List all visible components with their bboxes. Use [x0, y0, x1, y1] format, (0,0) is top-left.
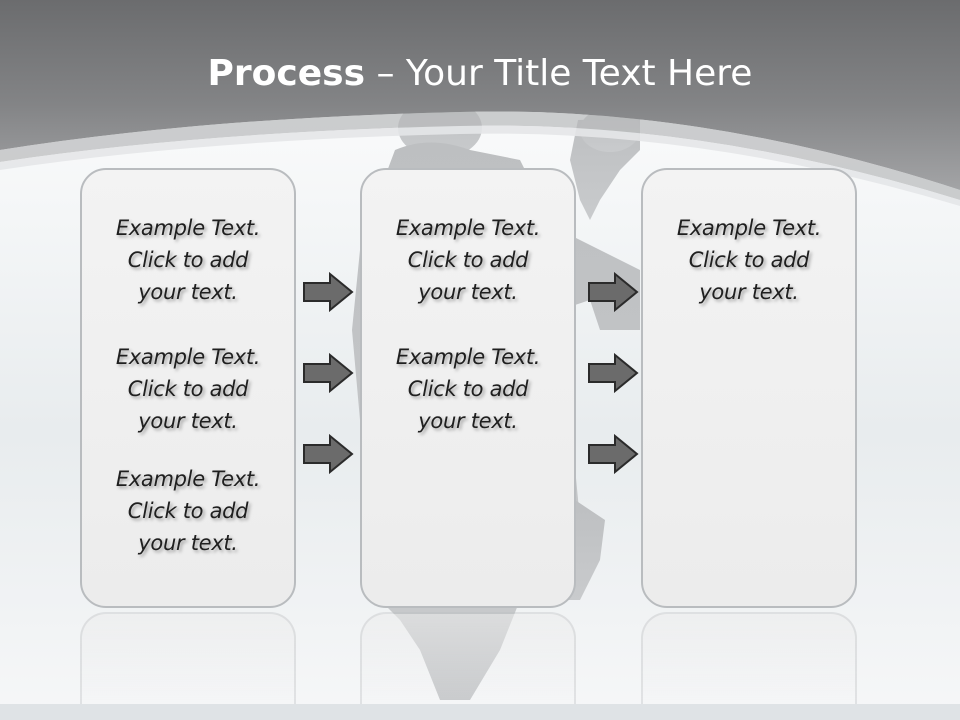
- text-line: Click to add: [127, 248, 249, 272]
- text-line: your text.: [699, 280, 799, 304]
- text-line: Example Text.: [676, 216, 822, 240]
- text-line: Example Text.: [115, 216, 261, 240]
- right-arrow-icon: [303, 272, 354, 312]
- right-arrow-icon: [303, 434, 354, 474]
- right-arrow-icon: [588, 353, 639, 393]
- slide-title[interactable]: Process – Your Title Text Here: [0, 50, 960, 98]
- text-placeholder[interactable]: Example Text. Click to add your text.: [362, 212, 574, 308]
- text-line: Click to add: [407, 377, 529, 401]
- text-line: your text.: [418, 280, 518, 304]
- text-placeholder[interactable]: Example Text. Click to add your text.: [82, 212, 294, 308]
- text-line: Example Text.: [115, 345, 261, 369]
- text-line: Click to add: [688, 248, 810, 272]
- process-panel-2[interactable]: Example Text. Click to add your text. Ex…: [360, 168, 576, 608]
- panel-reflection: [641, 612, 857, 720]
- panel-reflection: [80, 612, 296, 720]
- text-line: your text.: [138, 280, 238, 304]
- text-line: your text.: [418, 409, 518, 433]
- text-line: your text.: [138, 531, 238, 555]
- text-placeholder[interactable]: Example Text. Click to add your text.: [82, 463, 294, 559]
- text-line: Example Text.: [395, 345, 541, 369]
- footer-band: [0, 704, 960, 720]
- text-placeholder[interactable]: Example Text. Click to add your text.: [643, 212, 855, 308]
- right-arrow-icon: [588, 272, 639, 312]
- title-bold: Process: [207, 53, 366, 94]
- text-line: Click to add: [127, 377, 249, 401]
- text-line: your text.: [138, 409, 238, 433]
- panel-reflection: [360, 612, 576, 720]
- text-line: Example Text.: [395, 216, 541, 240]
- text-line: Click to add: [407, 248, 529, 272]
- text-line: Example Text.: [115, 467, 261, 491]
- process-panel-3[interactable]: Example Text. Click to add your text.: [641, 168, 857, 608]
- text-line: Click to add: [127, 499, 249, 523]
- process-panel-1[interactable]: Example Text. Click to add your text. Ex…: [80, 168, 296, 608]
- title-rest: – Your Title Text Here: [365, 53, 753, 94]
- right-arrow-icon: [303, 353, 354, 393]
- right-arrow-icon: [588, 434, 639, 474]
- text-placeholder[interactable]: Example Text. Click to add your text.: [362, 341, 574, 437]
- text-placeholder[interactable]: Example Text. Click to add your text.: [82, 341, 294, 437]
